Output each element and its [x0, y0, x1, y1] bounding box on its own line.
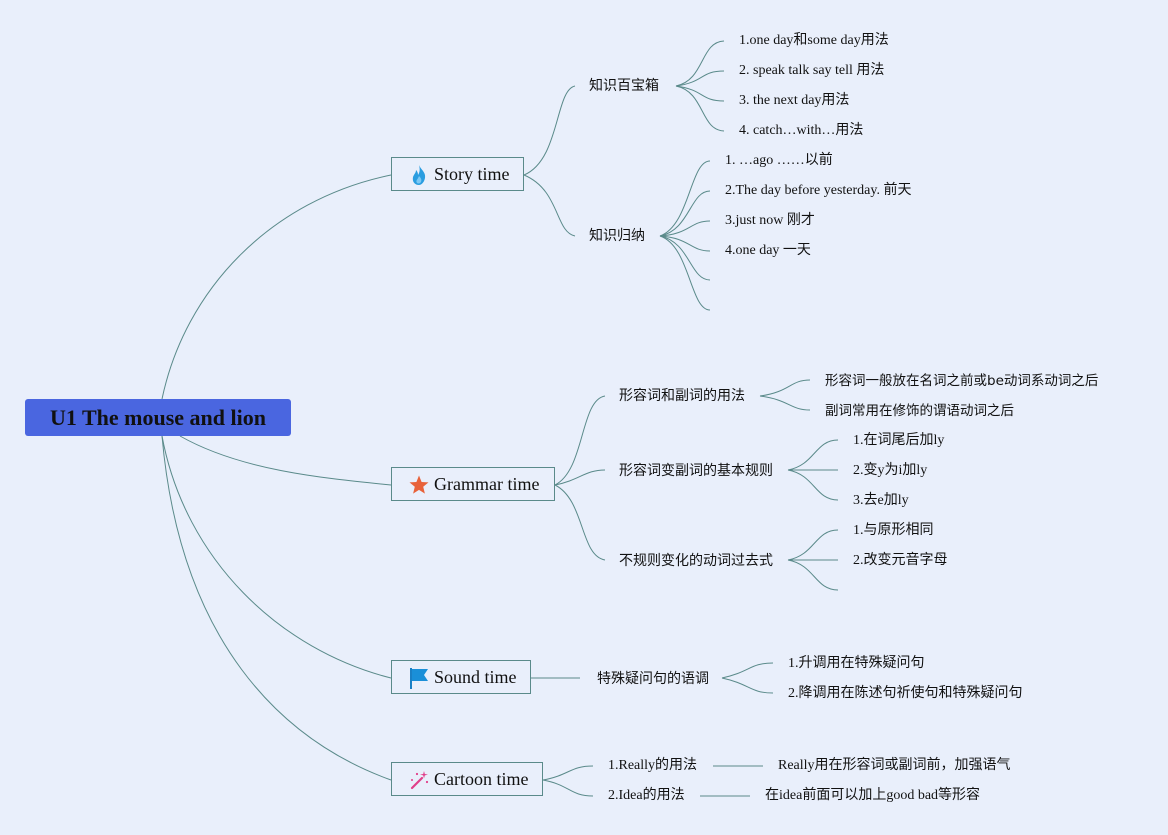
- branch-sound-time[interactable]: Sound time: [391, 660, 531, 694]
- group-label[interactable]: 不规则变化的动词过去式: [619, 553, 773, 569]
- branch-grammar-time[interactable]: Grammar time: [391, 467, 555, 501]
- branch-label: Sound time: [434, 667, 517, 687]
- leaf-item[interactable]: 1.升调用在特殊疑问句: [788, 656, 925, 671]
- group-label[interactable]: 知识归纳: [589, 228, 645, 244]
- branch-cartoon-time[interactable]: Cartoon time: [391, 762, 543, 796]
- group-label[interactable]: 知识百宝箱: [589, 78, 659, 94]
- branch-label: Cartoon time: [434, 769, 529, 789]
- group-label[interactable]: 特殊疑问句的语调: [597, 671, 709, 687]
- leaf-item[interactable]: 副词常用在修饰的谓语动词之后: [825, 403, 1014, 419]
- leaf-item[interactable]: 4.one day 一天: [725, 243, 811, 258]
- leaf-item[interactable]: 3. the next day用法: [739, 93, 850, 108]
- group-label[interactable]: 2.Idea的用法: [608, 788, 685, 803]
- leaf-item[interactable]: 2.The day before yesterday. 前天: [725, 183, 912, 198]
- leaf-item[interactable]: 4. catch…with…用法: [739, 123, 864, 138]
- flag-icon: [408, 667, 430, 689]
- leaf-item[interactable]: 3.just now 刚才: [725, 213, 815, 228]
- root-topic[interactable]: U1 The mouse and lion: [25, 399, 291, 436]
- leaf-item[interactable]: 2.变y为i加ly: [853, 463, 928, 478]
- leaf-item[interactable]: 1.在词尾后加ly: [853, 433, 945, 448]
- group-label[interactable]: 形容词和副词的用法: [619, 388, 745, 404]
- group-label[interactable]: 形容词变副词的基本规则: [619, 463, 773, 479]
- star-icon: [408, 474, 430, 496]
- leaf-item[interactable]: 1.与原形相同: [853, 523, 934, 538]
- leaf-item[interactable]: 3.去e加ly: [853, 493, 909, 508]
- leaf-item[interactable]: 2.降调用在陈述句祈使句和特殊疑问句: [788, 686, 1023, 701]
- leaf-item[interactable]: 2. speak talk say tell 用法: [739, 63, 885, 78]
- branch-story-time[interactable]: Story time: [391, 157, 524, 191]
- magic-wand-icon: [408, 769, 430, 791]
- branch-label: Grammar time: [434, 474, 540, 494]
- leaf-item[interactable]: 形容词一般放在名词之前或be动词系动词之后: [825, 373, 1099, 389]
- leaf-item[interactable]: 2.改变元音字母: [853, 553, 948, 568]
- leaf-item[interactable]: 1. …ago ……以前: [725, 153, 833, 168]
- fire-icon: [408, 164, 430, 186]
- branch-label: Story time: [434, 164, 510, 184]
- leaf-item[interactable]: 在idea前面可以加上good bad等形容: [765, 788, 981, 803]
- leaf-item[interactable]: 1.one day和some day用法: [739, 33, 889, 48]
- group-label[interactable]: 1.Really的用法: [608, 758, 698, 773]
- leaf-item[interactable]: Really用在形容词或副词前，加强语气: [778, 758, 1011, 773]
